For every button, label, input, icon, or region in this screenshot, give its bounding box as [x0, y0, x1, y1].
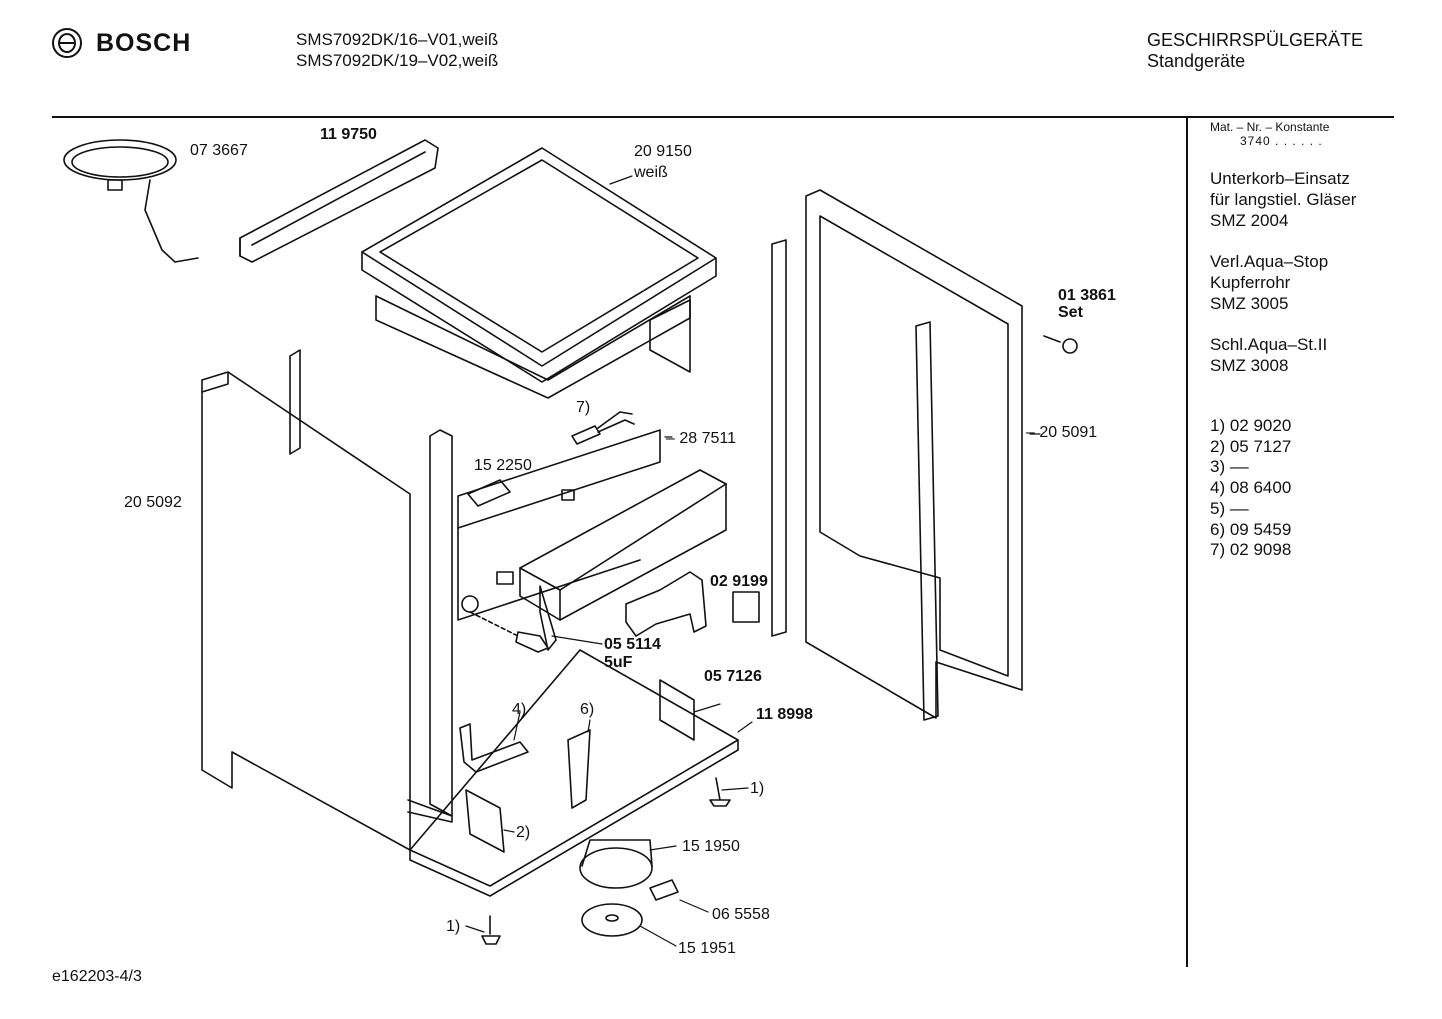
accessory-1-line-1: Unterkorb–Einsatz [1210, 169, 1350, 188]
footnote-1: 1) 02 9020 [1210, 416, 1292, 435]
screw-set-drawing [1043, 335, 1078, 354]
part-label-note-7: 7) [576, 399, 591, 416]
switch-part-drawing [467, 479, 511, 507]
part-label-151951: 15 1951 [678, 940, 736, 957]
accessory-3: Schl.Aqua–St.II SMZ 3008 [1210, 334, 1410, 376]
model-line-1: SMS7092DK/16–V01,weiß [296, 30, 499, 49]
part-label-057126: 05 7126 [704, 668, 762, 685]
document-code: e162203-4/3 [52, 968, 142, 985]
mat-value: 3740 . . . . . . [1240, 134, 1323, 148]
sidebar: Mat. – Nr. – Konstante 3740 . . . . . . … [1210, 120, 1410, 561]
left-panel-drawing [201, 349, 411, 851]
duct-drawing [625, 571, 760, 637]
part-label-152250: 15 2250 [474, 457, 532, 474]
tub-assembly-drawing [457, 429, 727, 651]
category-title: GESCHIRRSPÜLGERÄTE [1147, 30, 1364, 50]
part-label-205092: 20 5092 [124, 494, 182, 511]
part-label-287511: – 28 7511 [666, 430, 736, 447]
part-label-055114-capacity: 5uF [604, 654, 633, 671]
footnote-5: 5) –– [1210, 498, 1249, 518]
capacitor-drawing [469, 611, 549, 653]
sidebar-divider [1186, 117, 1188, 967]
part-label-055114: 05 5114 [604, 636, 661, 653]
part-label-065558: 06 5558 [712, 906, 770, 923]
part-label-note-1-left: 1) [446, 918, 461, 935]
part-label-209150-color: weiß [634, 164, 668, 181]
part-label-119750: 11 9750 [320, 126, 377, 143]
accessory-3-code: SMZ 3008 [1210, 356, 1289, 375]
model-line-2: SMS7092DK/19–V02,weiß [296, 51, 499, 70]
part-label-073667: 07 3667 [190, 142, 248, 159]
cable-part-drawing [571, 411, 635, 445]
part-label-note-6: 6) [580, 701, 595, 718]
pump-drawing [481, 839, 679, 945]
mat-label: Mat. – Nr. – Konstante [1210, 120, 1330, 134]
part-label-note-2: 2) [516, 824, 531, 841]
category-subtitle: Standgeräte [1147, 51, 1246, 71]
footnote-4: 4) 08 6400 [1210, 478, 1292, 498]
part-label-note-1-right: 1) [750, 780, 765, 797]
accessory-2: Verl.Aqua–Stop Kupferrohr SMZ 3005 [1210, 251, 1410, 314]
footnotes: 1) 02 9020 2) 05 7127 3) –– 4) 08 6400 5… [1210, 416, 1410, 561]
footnote-7: 7) 02 9098 [1210, 540, 1292, 560]
footnote-3: 3) –– [1210, 457, 1249, 477]
accessory-3-line-1: Schl.Aqua–St.II [1210, 335, 1328, 354]
part-label-205091: – 20 5091 [1026, 424, 1098, 441]
front-frame-drawing [407, 429, 453, 823]
part-label-209150: 20 9150 [634, 143, 692, 160]
power-cord-drawing [63, 139, 199, 263]
leader-lines [465, 175, 1041, 947]
header-divider [52, 116, 1394, 118]
model-list: SMS7092DK/16–V01,weiß SMS7092DK/19–V02,w… [296, 29, 498, 71]
rail-drawing [239, 139, 439, 263]
accessory-1: Unterkorb–Einsatz für langstiel. Gläser … [1210, 168, 1410, 231]
part-label-029199: 02 9199 [710, 573, 768, 590]
worktop-drawing [361, 147, 717, 399]
accessory-1-code: SMZ 2004 [1210, 211, 1289, 230]
footnote-2: 2) 05 7127 [1210, 436, 1292, 456]
accessory-2-line-1: Verl.Aqua–Stop [1210, 252, 1329, 271]
exploded-diagram [63, 139, 1078, 947]
accessory-2-code: SMZ 3005 [1210, 294, 1289, 313]
right-frame-drawing [771, 189, 1023, 721]
part-label-151950: 15 1950 [682, 838, 740, 855]
part-label-013861-set: Set [1058, 304, 1083, 321]
part-label-118998: 11 8998 [756, 706, 813, 723]
brand-name: BOSCH [96, 28, 192, 57]
footnote-6: 6) 09 5459 [1210, 519, 1292, 539]
accessory-1-line-2: für langstiel. Gläser [1210, 190, 1357, 209]
part-label-note-4: 4) [512, 701, 527, 718]
category-block: GESCHIRRSPÜLGERÄTE Standgeräte [1147, 30, 1363, 72]
bosch-logo-icon [52, 28, 82, 58]
base-drawing [409, 649, 739, 897]
accessory-2-line-2: Kupferrohr [1210, 273, 1291, 292]
brand-block: BOSCH [52, 28, 191, 58]
part-label-013861: 01 3861 [1058, 287, 1116, 304]
